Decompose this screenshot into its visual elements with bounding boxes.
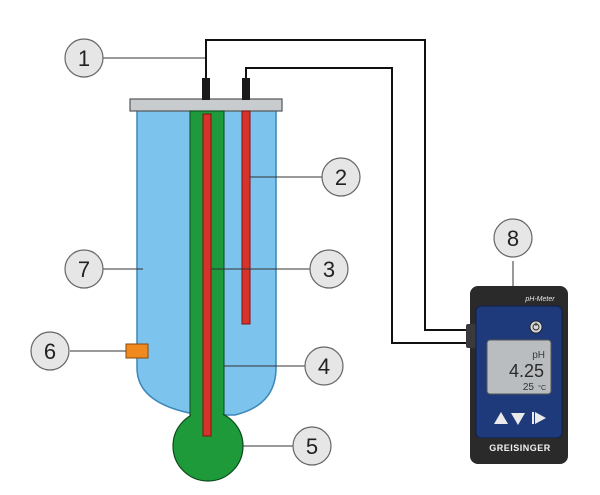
vessel-lid xyxy=(129,98,283,112)
electrode-connector-1 xyxy=(202,78,210,100)
callout-3: 3 xyxy=(309,249,349,289)
callout-4: 4 xyxy=(304,346,344,386)
callout-4-label: 4 xyxy=(318,354,330,379)
meter-port xyxy=(466,324,476,348)
callout-5: 5 xyxy=(292,426,332,466)
electrode-connector-2 xyxy=(242,78,250,100)
triangle-up-icon[interactable] xyxy=(494,412,508,424)
play-icon[interactable] xyxy=(532,412,546,424)
callout-7-label: 7 xyxy=(78,257,90,282)
callouts: 1 2 3 4 5 6 7 8 xyxy=(30,38,533,466)
side-marker xyxy=(125,343,149,359)
callout-1-label: 1 xyxy=(78,46,90,71)
callout-3-label: 3 xyxy=(323,257,335,282)
lcd-reading: 4.25 xyxy=(509,361,544,381)
callout-1: 1 xyxy=(64,38,104,78)
leader-lines xyxy=(70,57,514,447)
meter-brand: GREISINGER xyxy=(489,443,551,453)
wire-outer xyxy=(205,39,476,331)
ph-meter: pH-Meter pH 4.25 25 °C GREISINGER xyxy=(466,286,568,464)
callout-8-label: 8 xyxy=(507,226,519,251)
callout-6: 6 xyxy=(30,331,70,371)
callout-6-label: 6 xyxy=(44,339,56,364)
wire-inner xyxy=(245,67,476,344)
callout-5-label: 5 xyxy=(306,434,318,459)
lcd-temperature: 25 xyxy=(523,382,535,393)
lcd-temperature-unit: °C xyxy=(538,384,546,392)
callout-2: 2 xyxy=(321,157,361,197)
lcd-unit: pH xyxy=(532,350,545,361)
meter-brand-strip xyxy=(476,438,562,456)
callout-8: 8 xyxy=(493,218,533,258)
wires xyxy=(205,39,476,344)
callout-2-label: 2 xyxy=(335,165,347,190)
inner-electrode xyxy=(202,113,212,437)
meter-lcd xyxy=(486,339,552,395)
meter-title: pH-Meter xyxy=(524,296,555,303)
power-icon[interactable] xyxy=(529,320,543,334)
reference-electrode xyxy=(241,110,251,325)
callout-7: 7 xyxy=(64,249,104,289)
triangle-down-icon[interactable] xyxy=(511,413,525,425)
